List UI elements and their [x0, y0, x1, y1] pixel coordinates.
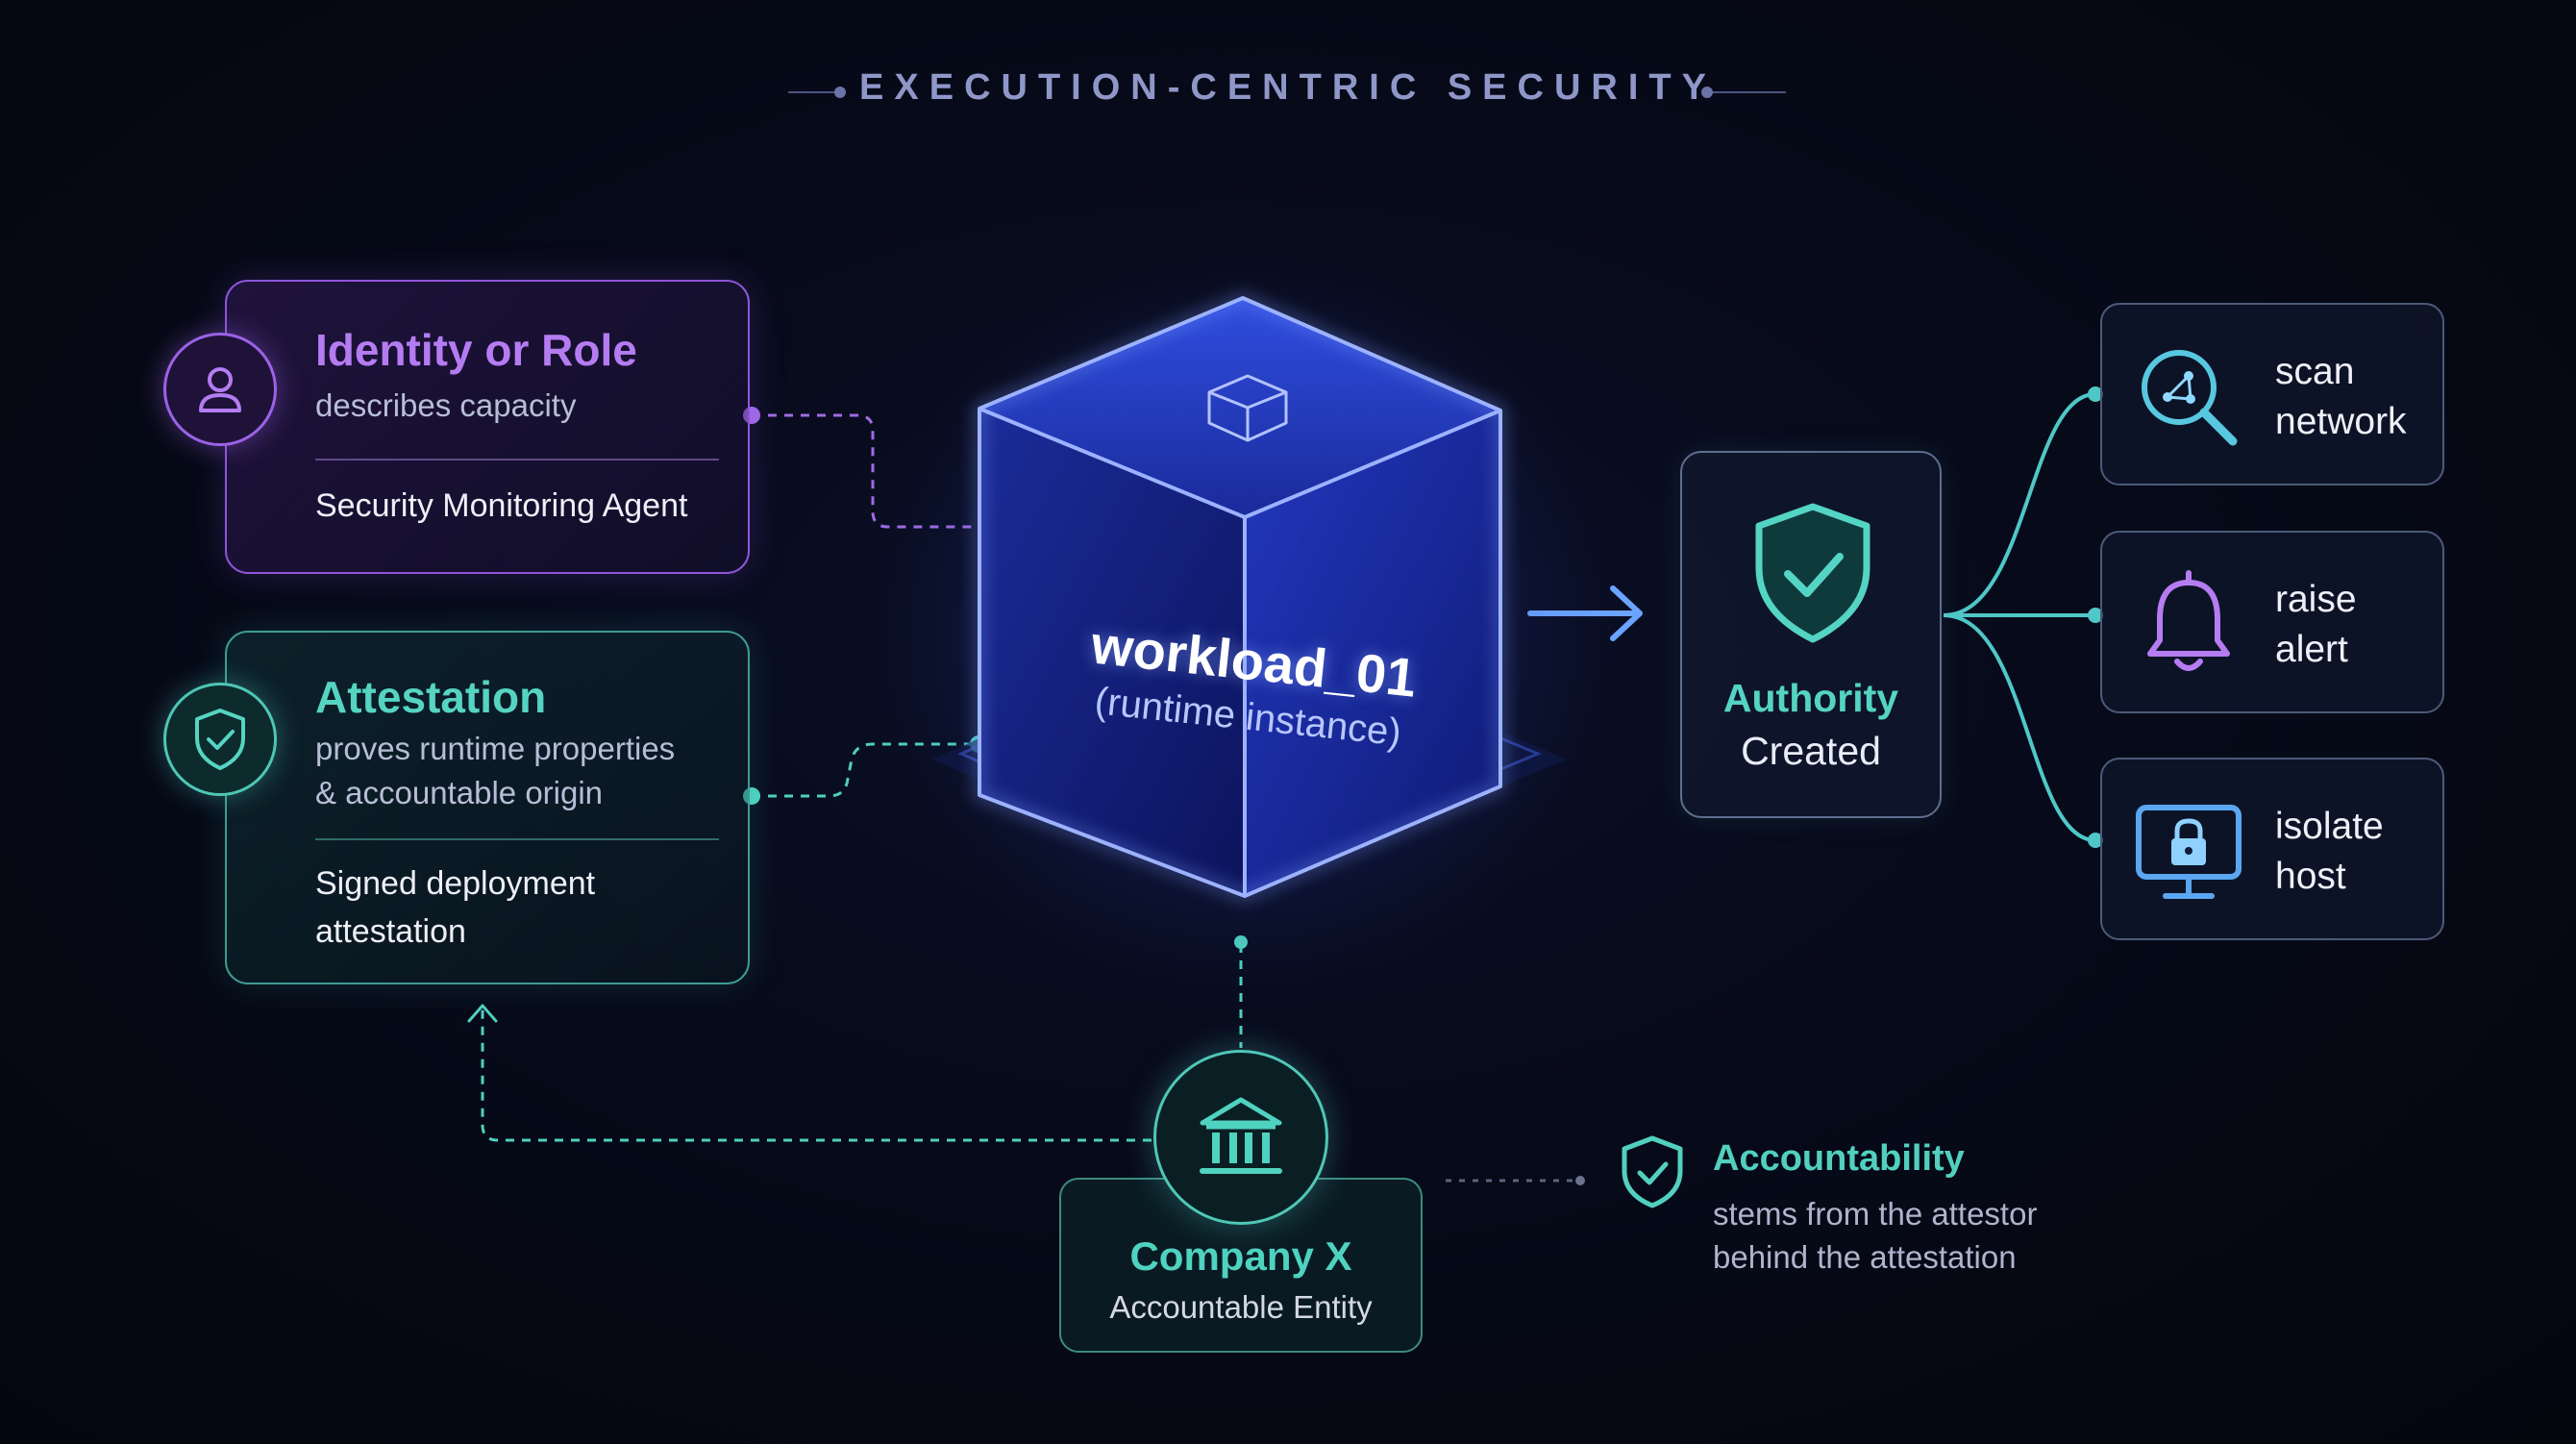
branch-isolate [1943, 613, 2096, 842]
attestation-card: Attestation proves runtime properties & … [225, 631, 750, 984]
shield-check-icon [1755, 503, 1870, 643]
action-raise-alert[interactable]: raise alert [2100, 531, 2444, 713]
identity-divider [315, 459, 719, 461]
action-scan-label: scan network [2275, 351, 2407, 442]
title-dot-right [1701, 87, 1713, 98]
attestation-detail-line1: Signed deployment [315, 865, 596, 902]
authority-arrow-head [1610, 585, 1643, 641]
branch-dot-scan [2088, 386, 2103, 402]
accountability-text: stems from the attestor behind the attes… [1713, 1192, 2037, 1279]
action-isolate-label: isolate host [2275, 806, 2384, 897]
page-title: EXECUTION-CENTRIC SECURITY [859, 67, 1717, 108]
search-network-icon [2142, 350, 2238, 446]
company-name: Company X [1129, 1233, 1352, 1279]
authority-card: Authority Created [1680, 451, 1942, 818]
company-note-dot [1575, 1176, 1585, 1185]
company-attestation-connector [481, 1009, 1152, 1142]
attestation-subtitle-line2: & accountable origin [315, 775, 604, 810]
attestation-subtitle-line1: proves runtime properties [315, 731, 676, 766]
action-isolate-host[interactable]: isolate host [2100, 758, 2444, 940]
authority-line2: Created [1741, 729, 1881, 773]
accountability-line2: behind the attestation [1713, 1239, 2017, 1275]
action-alert-label: raise alert [2275, 579, 2357, 670]
accountability-title: Accountability [1713, 1138, 1965, 1179]
bell-icon [2147, 570, 2230, 671]
identity-connector [752, 413, 980, 529]
workload-cube [932, 291, 1567, 903]
branch-dot-alert [2088, 608, 2103, 623]
company-attestation-arrowhead [467, 1004, 498, 1023]
attestation-divider [315, 838, 719, 840]
action-scan-network[interactable]: scan network [2100, 303, 2444, 485]
attestation-detail-line2: attestation [315, 913, 466, 950]
user-icon [163, 333, 277, 446]
branch-dot-isolate [2088, 833, 2103, 848]
monitor-lock-icon [2136, 805, 2242, 899]
identity-subtitle: describes capacity [315, 387, 577, 423]
shield-check-icon [163, 683, 277, 796]
attestation-title: Attestation [315, 672, 547, 722]
cube-company-dot [1234, 935, 1248, 949]
identity-title: Identity or Role [315, 325, 637, 375]
branch-scan [1943, 392, 2096, 617]
accountability-line1: stems from the attestor [1713, 1196, 2038, 1232]
attestation-connector [752, 742, 978, 798]
attestation-connector-dot-left [743, 787, 760, 805]
shield-check-icon [1622, 1135, 1683, 1208]
title-dot-left [834, 87, 846, 98]
bank-icon [1153, 1050, 1328, 1225]
identity-card: Identity or Role describes capacity Secu… [225, 280, 750, 574]
company-role: Accountable Entity [1109, 1289, 1373, 1325]
package-icon [1207, 374, 1288, 442]
identity-connector-dot [743, 407, 760, 424]
identity-detail: Security Monitoring Agent [315, 487, 688, 524]
authority-line1: Authority [1722, 676, 1899, 720]
